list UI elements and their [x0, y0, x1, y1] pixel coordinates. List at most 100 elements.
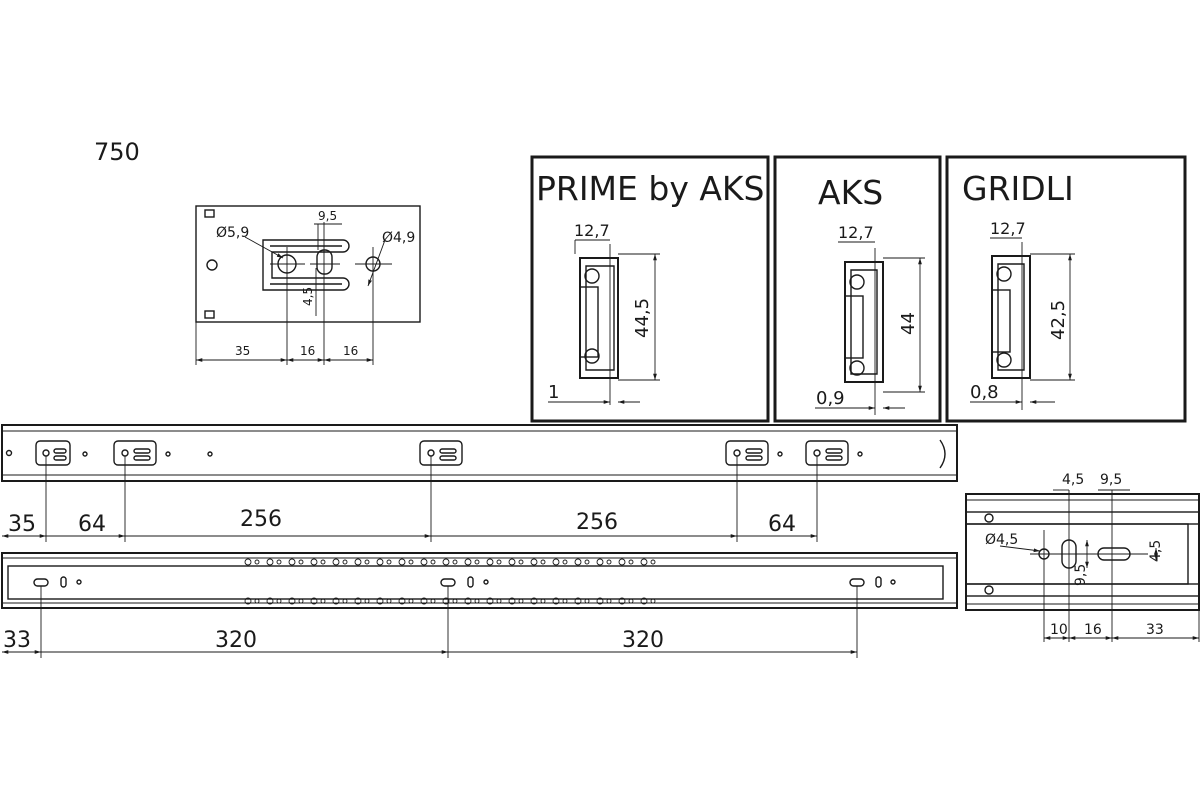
ball-bearing [486, 558, 494, 566]
ball-bearing [562, 559, 568, 565]
outer-rail-slot-1 [35, 440, 88, 466]
ball-bearing [452, 598, 458, 604]
ball-bearing [398, 597, 406, 605]
ball-bearing [464, 597, 472, 605]
ball-row-bottom [244, 597, 656, 605]
end-detail-vert-b: 4,5 [1148, 540, 1164, 562]
outer-rail-dim-2: 64 [78, 512, 106, 537]
ball-bearing [596, 558, 604, 566]
inner-rail-dim-1: 33 [3, 628, 31, 653]
profile-aks-brand: AKS [818, 173, 883, 212]
ball-bearing [298, 598, 304, 604]
outer-rail-slot-2 [113, 440, 213, 466]
ball-bearing [254, 598, 260, 604]
ball-bearing [244, 558, 252, 566]
profile-prime-shape [579, 244, 619, 405]
end-detail-vert-a: 9,5 [1073, 564, 1089, 586]
outer-rail-dim-3: 256 [240, 507, 282, 532]
ball-bearing [354, 597, 362, 605]
ball-bearing [298, 559, 304, 565]
outer-rail-dim-4: 256 [576, 510, 618, 535]
ball-bearing [508, 597, 516, 605]
ball-bearing [420, 558, 428, 566]
ball-bearing [276, 559, 282, 565]
ball-bearing [254, 559, 260, 565]
ball-bearing [408, 559, 414, 565]
ball-bearing [640, 597, 648, 605]
ball-bearing [518, 598, 524, 604]
bracket-detail: Ø5,9 Ø4,9 9,5 4,5 35 16 16 [195, 205, 421, 365]
outer-rail-dim-5: 64 [768, 512, 796, 537]
ball-bearing [244, 597, 252, 605]
ball-bearing [320, 559, 326, 565]
end-detail-hole: Ø4,5 [985, 532, 1018, 548]
ball-bearing [530, 558, 538, 566]
ball-bearing [354, 558, 362, 566]
ball-bearing [430, 559, 436, 565]
ball-bearing [518, 559, 524, 565]
bracket-slot-offset-label: 4,5 [301, 287, 315, 306]
profile-prime-brand: PRIME by AKS [536, 169, 765, 208]
profile-prime-height: 44,5 [632, 298, 653, 338]
ball-bearing [540, 559, 546, 565]
ball-bearing [650, 598, 656, 604]
end-detail: 4,5 9,5 Ø4,5 9,5 4,5 10 16 33 [965, 472, 1200, 642]
ball-bearing [342, 598, 348, 604]
bracket-dim-a-label: 35 [235, 344, 250, 358]
profile-gridli-brand: GRIDLI [962, 169, 1074, 208]
bracket-hole-small-label: Ø4,9 [382, 230, 415, 246]
end-detail-top-b: 9,5 [1100, 472, 1122, 488]
ball-bearing [332, 597, 340, 605]
profile-prime-gap: 1 [548, 382, 559, 403]
profile-prime-width: 12,7 [574, 221, 610, 240]
ball-bearing [266, 597, 274, 605]
ball-bearing [618, 597, 626, 605]
inner-rail-dim-2: 320 [215, 628, 257, 653]
ball-bearing [464, 558, 472, 566]
ball-bearing [420, 597, 428, 605]
ball-bearing [596, 597, 604, 605]
ball-bearing [288, 597, 296, 605]
bracket-hole-large-label: Ø5,9 [216, 225, 249, 241]
end-detail-bottom-1: 10 [1050, 622, 1068, 638]
ball-bearing [408, 598, 414, 604]
ball-bearing [530, 597, 538, 605]
ball-bearing [628, 559, 634, 565]
profile-gridli-gap: 0,8 [970, 382, 999, 403]
inner-rail-hole-1 [33, 576, 82, 588]
ball-bearing [474, 559, 480, 565]
outer-rail-slot-5 [805, 440, 863, 466]
profile-gridli-shape [991, 242, 1031, 410]
ball-bearing [474, 598, 480, 604]
ball-bearing [266, 558, 274, 566]
ball-bearing [442, 558, 450, 566]
profile-gridli: GRIDLI 12,7 42,5 0,8 [945, 155, 1187, 423]
inner-rail: 33 320 320 [1, 552, 958, 658]
ball-bearing [342, 559, 348, 565]
bracket-dim-b-label: 16 [300, 344, 315, 358]
ball-bearing [496, 559, 502, 565]
ball-bearing [584, 598, 590, 604]
ball-bearing [618, 558, 626, 566]
ball-bearing [276, 598, 282, 604]
end-detail-bottom-3: 33 [1146, 622, 1164, 638]
profile-aks-height: 44 [898, 312, 919, 335]
inner-rail-hole-3 [849, 576, 896, 588]
outer-rail-dim-1: 35 [8, 512, 36, 537]
end-detail-top-a: 4,5 [1062, 472, 1084, 488]
ball-row-top [244, 558, 656, 566]
inner-rail-dim-3: 320 [622, 628, 664, 653]
ball-bearing [574, 558, 582, 566]
ball-bearing [584, 559, 590, 565]
outer-rail-slot-4 [725, 440, 783, 466]
length-label: 750 [94, 138, 140, 166]
ball-bearing [288, 558, 296, 566]
ball-bearing [386, 559, 392, 565]
ball-bearing [540, 598, 546, 604]
ball-bearing [364, 598, 370, 604]
profile-aks: AKS 12,7 44 0,9 [773, 155, 942, 423]
ball-bearing [496, 598, 502, 604]
ball-bearing [386, 598, 392, 604]
ball-bearing [376, 597, 384, 605]
